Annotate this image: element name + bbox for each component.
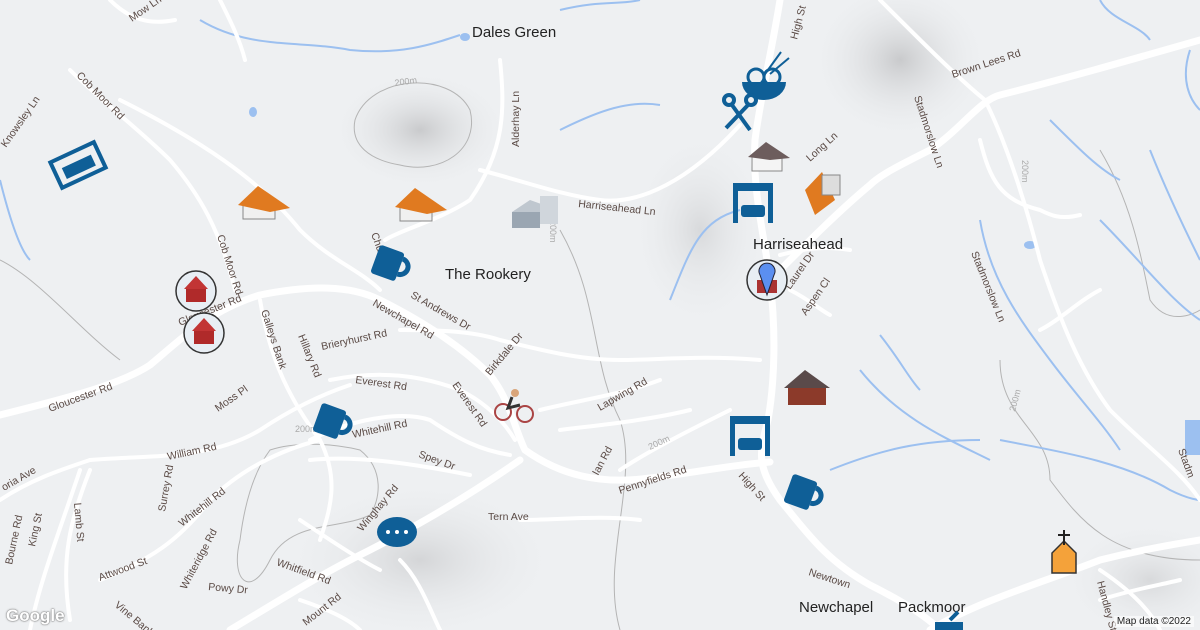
- contour-label: 200m: [1007, 388, 1022, 412]
- church-icon[interactable]: [1051, 530, 1077, 574]
- cup-icon[interactable]: [783, 473, 825, 513]
- street-label: Lamb St: [71, 502, 86, 542]
- street-label: Galleys Bank: [258, 308, 289, 371]
- house-icon[interactable]: [395, 188, 447, 222]
- cup-icon[interactable]: [312, 402, 354, 442]
- street-label: William Rd: [166, 441, 218, 463]
- place-label-harriseahead: Harriseahead: [753, 236, 843, 253]
- cup-icon[interactable]: [370, 244, 412, 284]
- street-label: Knowsley Ln: [0, 94, 43, 150]
- office-building-icon[interactable]: [512, 196, 558, 228]
- house-icon[interactable]: [805, 172, 841, 215]
- street-label: Cob Moor Rd: [214, 233, 245, 296]
- street-label: Vine Bank: [112, 599, 157, 630]
- contour-label: 200m: [295, 424, 318, 434]
- sofa-icon[interactable]: [47, 139, 109, 191]
- google-logo: Google: [6, 606, 65, 625]
- garage-icon[interactable]: [733, 183, 773, 223]
- house-icon[interactable]: [784, 370, 830, 405]
- street-label: Attwood St: [97, 555, 149, 584]
- pharmacy-icon[interactable]: [935, 610, 963, 630]
- house-icon[interactable]: [748, 142, 790, 172]
- street-label: Surrey Rd: [156, 464, 176, 513]
- street-label: Powy Dr: [208, 581, 249, 596]
- street-label: Brieryhurst Rd: [320, 327, 388, 353]
- contour-label: 200m: [394, 75, 418, 88]
- contour-label: 200m: [1020, 160, 1030, 183]
- school-pin-icon[interactable]: [746, 259, 788, 301]
- street-label: Moss Pl: [213, 383, 250, 414]
- place-label-newchapel: Newchapel: [799, 599, 873, 616]
- street-label: Alderhay Ln: [510, 91, 522, 147]
- scissors-icon[interactable]: [722, 93, 758, 132]
- contour-label: 200m: [647, 433, 672, 452]
- street-label: Long Ln: [804, 130, 840, 164]
- school-icon[interactable]: [175, 270, 217, 312]
- school-icon[interactable]: [183, 312, 225, 354]
- street-label: Cob Moor Rd: [74, 70, 127, 123]
- place-label-packmoor: Packmoor: [898, 599, 966, 616]
- place-label-the-rookery: The Rookery: [445, 266, 531, 283]
- street-label: Bourne Rd: [3, 514, 25, 566]
- street-label: Tern Ave: [488, 511, 529, 523]
- house-icon[interactable]: [238, 186, 290, 220]
- place-label-dales-green: Dales Green: [472, 24, 556, 41]
- street-label: King St: [26, 512, 45, 548]
- contour-label: 200m: [548, 220, 558, 243]
- place-labels: Dales Green The Rookery Harriseahead New…: [445, 24, 966, 616]
- terrain-shading: [280, 0, 1200, 630]
- street-label: Ian Rd: [590, 444, 615, 477]
- contour-lines: [0, 82, 1200, 630]
- streams: [0, 0, 1200, 501]
- street-label: Whitehill Rd: [176, 485, 228, 529]
- street-label: Laurel Dr: [783, 249, 818, 292]
- street-label: Hillary Rd: [295, 333, 323, 380]
- garage-icon[interactable]: [730, 416, 770, 456]
- street-label: High St: [788, 4, 809, 40]
- noodle-bowl-icon[interactable]: [742, 51, 790, 100]
- cyclist-icon[interactable]: [494, 389, 534, 423]
- ellipsis-icon[interactable]: [377, 517, 417, 547]
- map-attribution[interactable]: Map data ©2022: [1113, 616, 1194, 627]
- map-markers: [47, 51, 1077, 630]
